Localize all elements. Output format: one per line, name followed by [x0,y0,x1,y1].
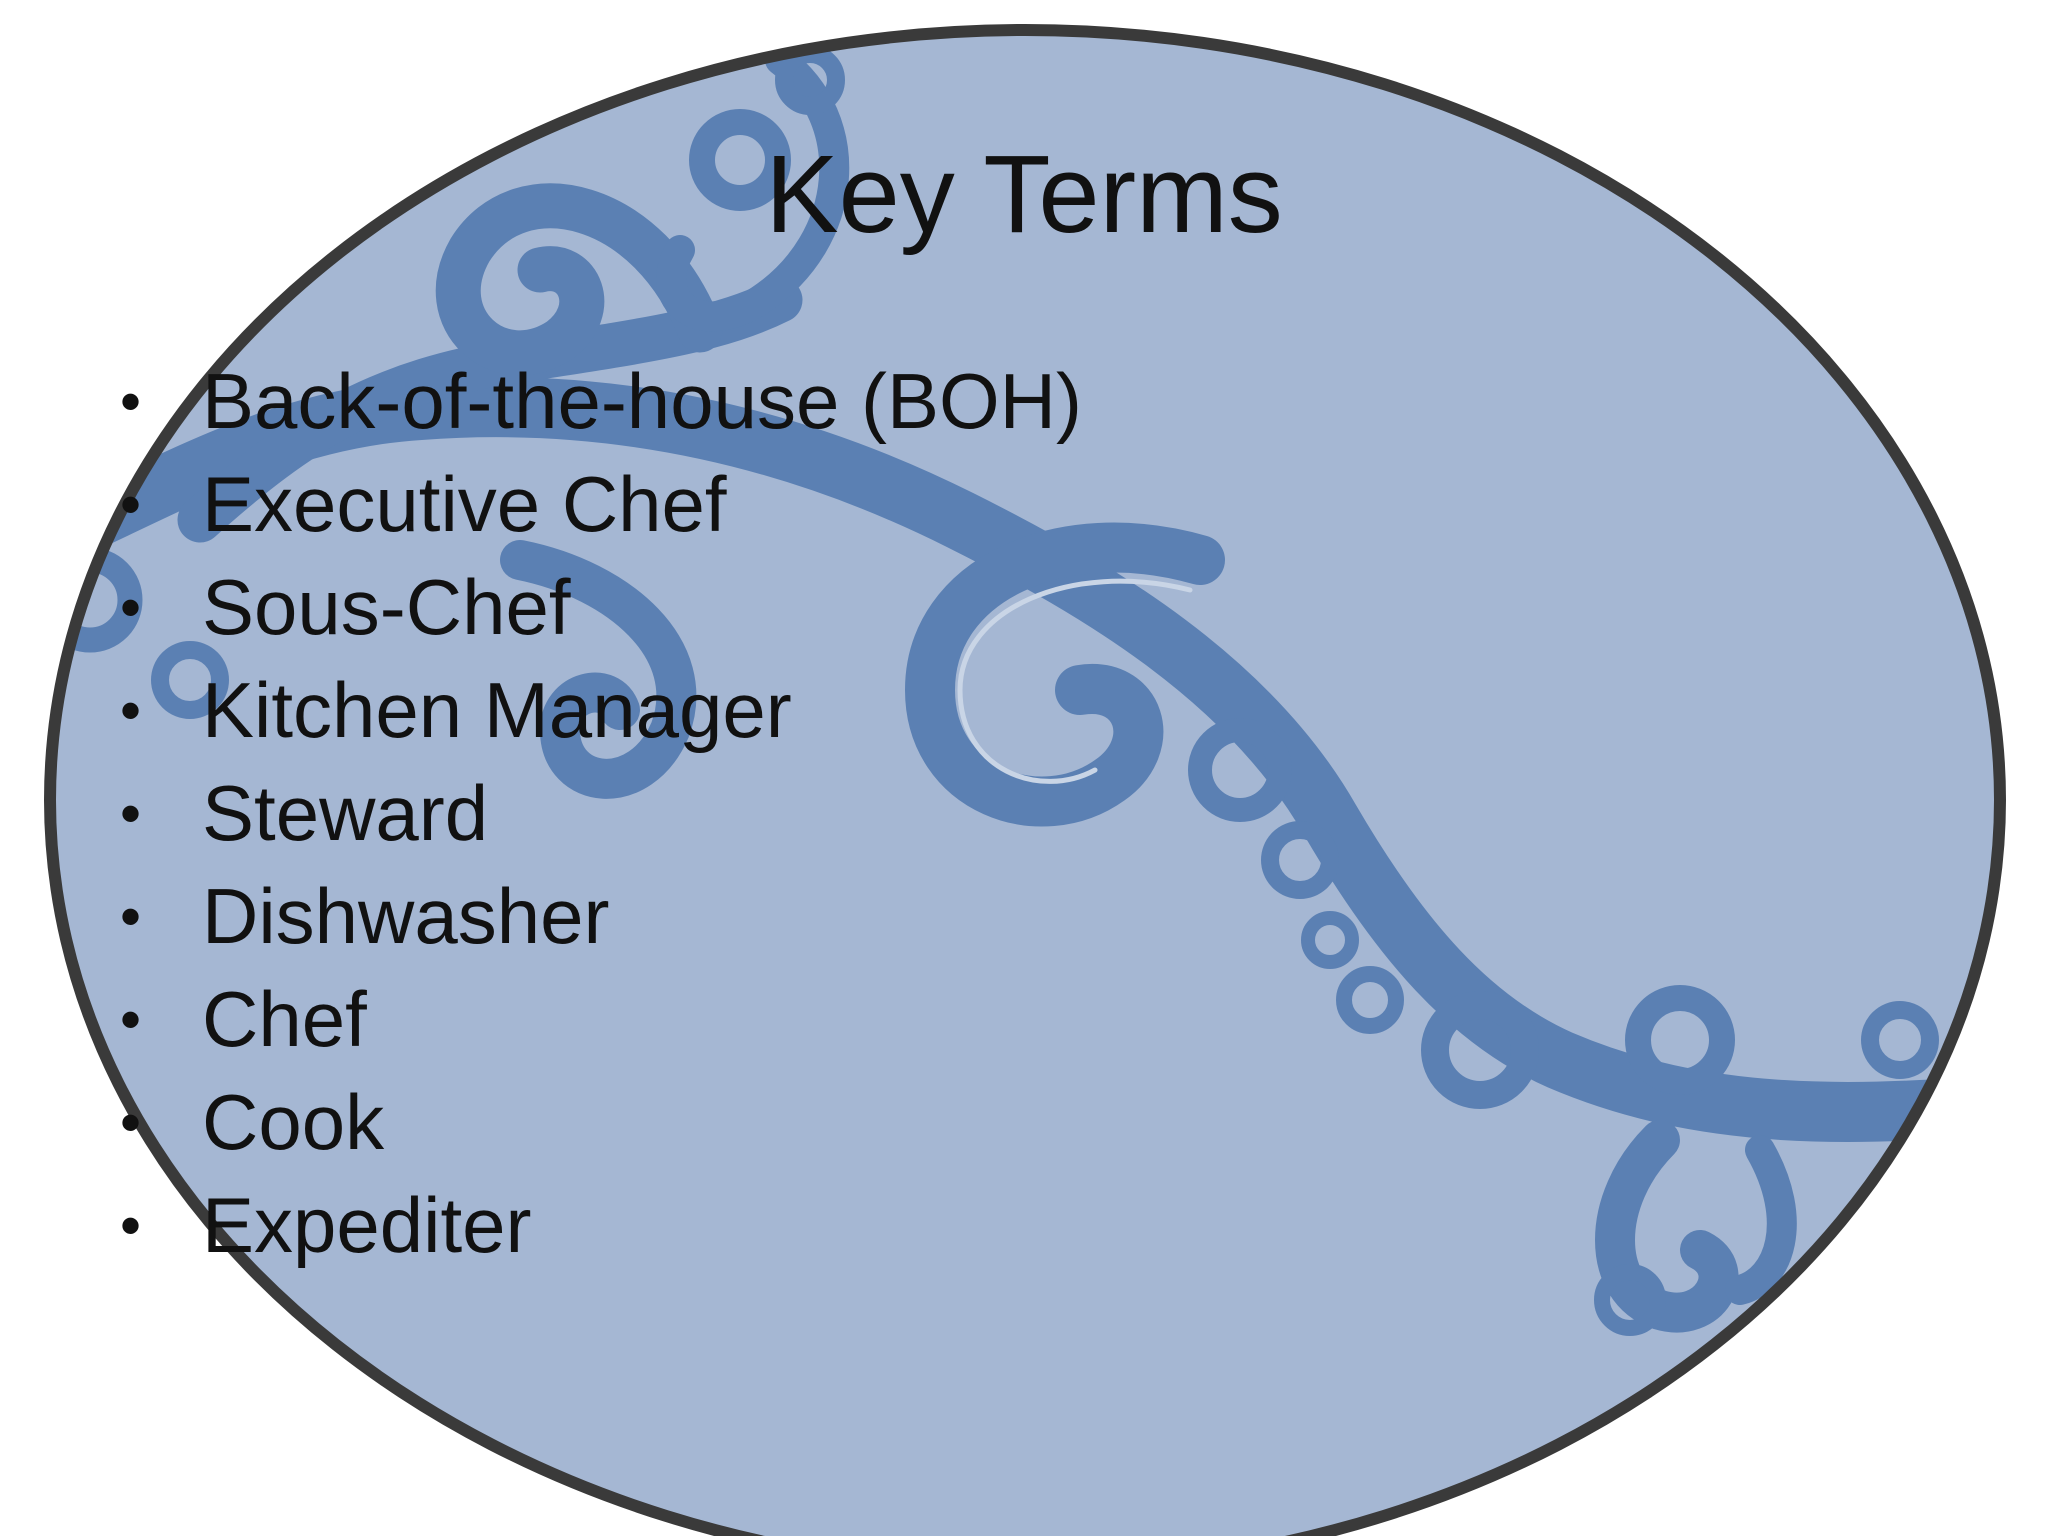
bullet-icon: • [120,1089,142,1156]
list-item: • Cook [120,1071,1082,1174]
list-item-label: Cook [202,1078,385,1166]
swirl-dot-12 [1861,1001,1939,1079]
swirl-dot-6 [1261,821,1339,899]
list-item: • Dishwasher [120,865,1082,968]
swirl-dot-10 [1625,985,1735,1095]
bullet-icon: • [120,1192,142,1259]
list-item-label: Expediter [202,1181,532,1269]
list-item: • Expediter [120,1174,1082,1277]
swirl-dot-11 [1594,1264,1666,1336]
swirl-topleft [435,183,723,376]
bullet-icon: • [120,471,142,538]
oval-border [44,24,2006,1536]
list-item: • Steward [120,762,1082,865]
key-terms-list: • Back-of-the-house (BOH) • Executive Ch… [120,350,1082,1277]
slide-title-text: Key Terms [765,133,1283,256]
swirl-left-mid [500,540,697,799]
bullet-icon: • [120,677,142,744]
list-item: • Back-of-the-house (BOH) [120,350,1082,453]
swirl-topleft-2 [656,45,850,332]
list-item-label: Dishwasher [202,872,610,960]
list-item-label: Chef [202,975,367,1063]
list-item-label: Sous-Chef [202,563,571,651]
swirl-dot-5 [1188,718,1292,822]
swirl-center [904,522,1225,827]
bullet-icon: • [120,883,142,950]
list-item-label: Back-of-the-house (BOH) [202,357,1082,445]
bullet-icon: • [120,574,142,641]
bullet-icon: • [120,368,142,435]
list-item: • Sous-Chef [120,556,1082,659]
swirl-pattern [50,45,2000,1336]
bullet-icon: • [120,780,142,847]
swirl-bottomright-2 [1725,1135,1797,1305]
bullet-icon: • [120,986,142,1053]
list-item-label: Executive Chef [202,460,727,548]
list-item: • Executive Chef [120,453,1082,556]
list-item: • Kitchen Manager [120,659,1082,762]
swirl-dot-7 [1301,911,1359,969]
swirl-dot-4 [151,641,229,719]
swirl-dot-8 [1336,966,1404,1034]
swirl-dot-1 [689,109,791,211]
swirl-dot-9 [1421,991,1539,1109]
slide-title: Key Terms [0,130,2048,260]
list-item-label: Kitchen Manager [202,666,792,754]
list-item-label: Steward [202,769,489,857]
list-item: • Chef [120,968,1082,1071]
swirl-center-highlight [957,578,1193,784]
